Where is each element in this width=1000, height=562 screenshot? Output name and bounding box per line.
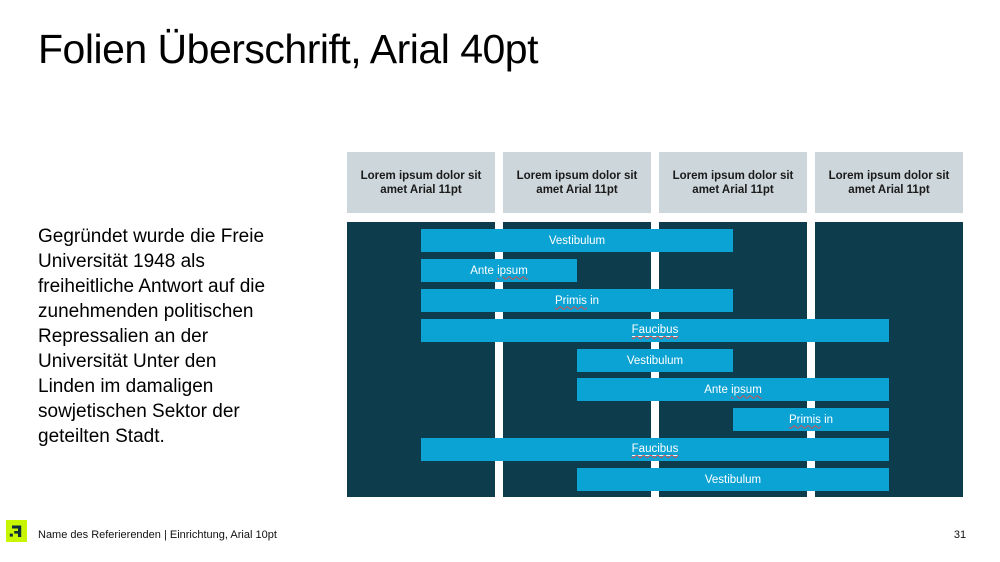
fu-berlin-logo-icon [6,520,27,542]
bar-label-word: Faucibus [631,324,679,337]
bar-label-word: ipsum [731,383,762,396]
bar-label-word: Faucibus [631,443,679,456]
gantt-bar-primis-in: Primis in [421,289,733,312]
gantt-bar-vestibulum: Vestibulum [577,468,889,491]
slide-title: Folien Überschrift, Arial 40pt [38,26,539,72]
footer-presenter-text: Name des Referierenden | Einrichtung, Ar… [38,529,277,541]
gantt-bar-vestibulum: Vestibulum [421,229,733,252]
bar-label-word: Primis [554,294,587,307]
column-header-3: Lorem ipsum dolor sit amet Arial 11pt [659,152,807,213]
column-header-4: Lorem ipsum dolor sit amet Arial 11pt [815,152,963,213]
gantt-bar-faucibus: Faucibus [421,438,889,461]
bar-label-word: ipsum [497,264,528,277]
bar-label-word: Vestibulum [626,354,684,367]
gantt-bar-ante-ipsum: Ante ipsum [577,378,889,401]
gantt-bar-vestibulum: Vestibulum [577,349,733,372]
gantt-bar-faucibus: Faucibus [421,319,889,342]
column-header-2: Lorem ipsum dolor sit amet Arial 11pt [503,152,651,213]
bar-label-word: in [590,294,600,307]
bar-label-word: Ante [704,383,728,396]
gantt-bar-ante-ipsum: Ante ipsum [421,259,577,282]
bar-label-word: Vestibulum [704,473,762,486]
bar-label-word: Ante [470,264,494,277]
body-paragraph: Gegründet wurde die Freie Universität 19… [38,226,266,447]
page-number: 31 [953,529,967,541]
bar-label-word: in [824,413,834,426]
gantt-bar-primis-in: Primis in [733,408,889,431]
column-header-1: Lorem ipsum dolor sit amet Arial 11pt [347,152,495,213]
bar-label-word: Primis [788,413,821,426]
bar-label-word: Vestibulum [548,234,606,247]
